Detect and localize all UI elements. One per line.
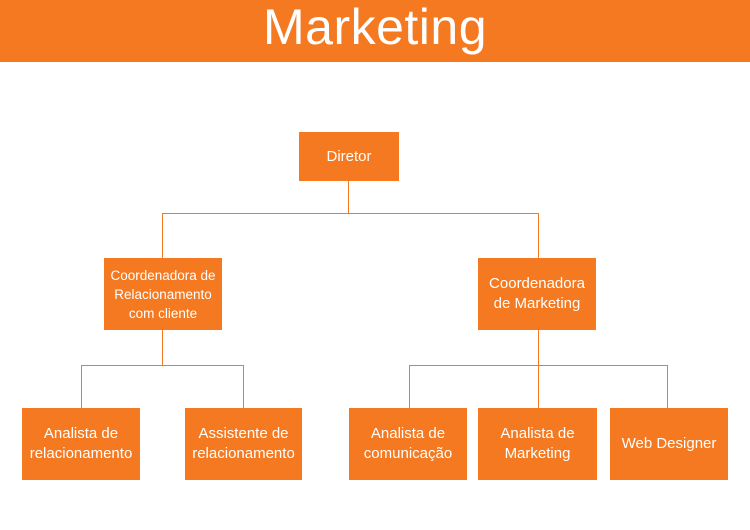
node-coord-marketing: Coordenadora de Marketing <box>478 258 596 330</box>
page-title: Marketing <box>262 0 488 55</box>
node-analista-marketing: Analista de Marketing <box>478 408 597 480</box>
connector <box>538 213 539 258</box>
connector <box>667 365 668 408</box>
node-analista-relacionamento: Analista de relacionamento <box>22 408 140 480</box>
node-assistente-relacionamento: Assistente de relacionamento <box>185 408 302 480</box>
connector <box>538 330 539 408</box>
header-banner: Marketing <box>0 0 750 62</box>
connector <box>348 181 349 214</box>
connector <box>409 365 410 408</box>
connector <box>409 365 668 366</box>
node-web-designer: Web Designer <box>610 408 728 480</box>
connector <box>162 213 163 258</box>
connector <box>243 365 244 408</box>
node-analista-comunicacao: Analista de comunicação <box>349 408 467 480</box>
connector <box>81 365 244 366</box>
connector <box>162 213 539 214</box>
node-diretor: Diretor <box>299 132 399 181</box>
connector <box>81 365 82 408</box>
node-coord-relacionamento: Coordenadora de Relacionamento com clien… <box>104 258 222 330</box>
connector <box>162 330 163 365</box>
